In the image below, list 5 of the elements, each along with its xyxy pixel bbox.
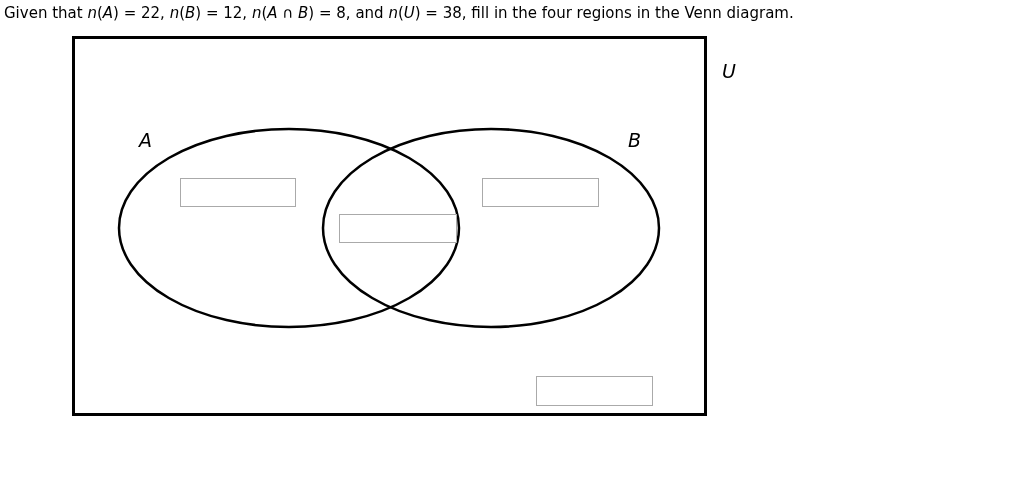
universe-rectangle [72,36,707,416]
universe-label: U [722,60,736,82]
question-text: Given that n(A) = 22, n(B) = 12, n(A ∩ B) = 8, and n(U) = 38, fill in the four regions in the Venn diagram. [4,4,794,22]
set-label: A [139,129,152,151]
set-label: B [628,129,642,151]
